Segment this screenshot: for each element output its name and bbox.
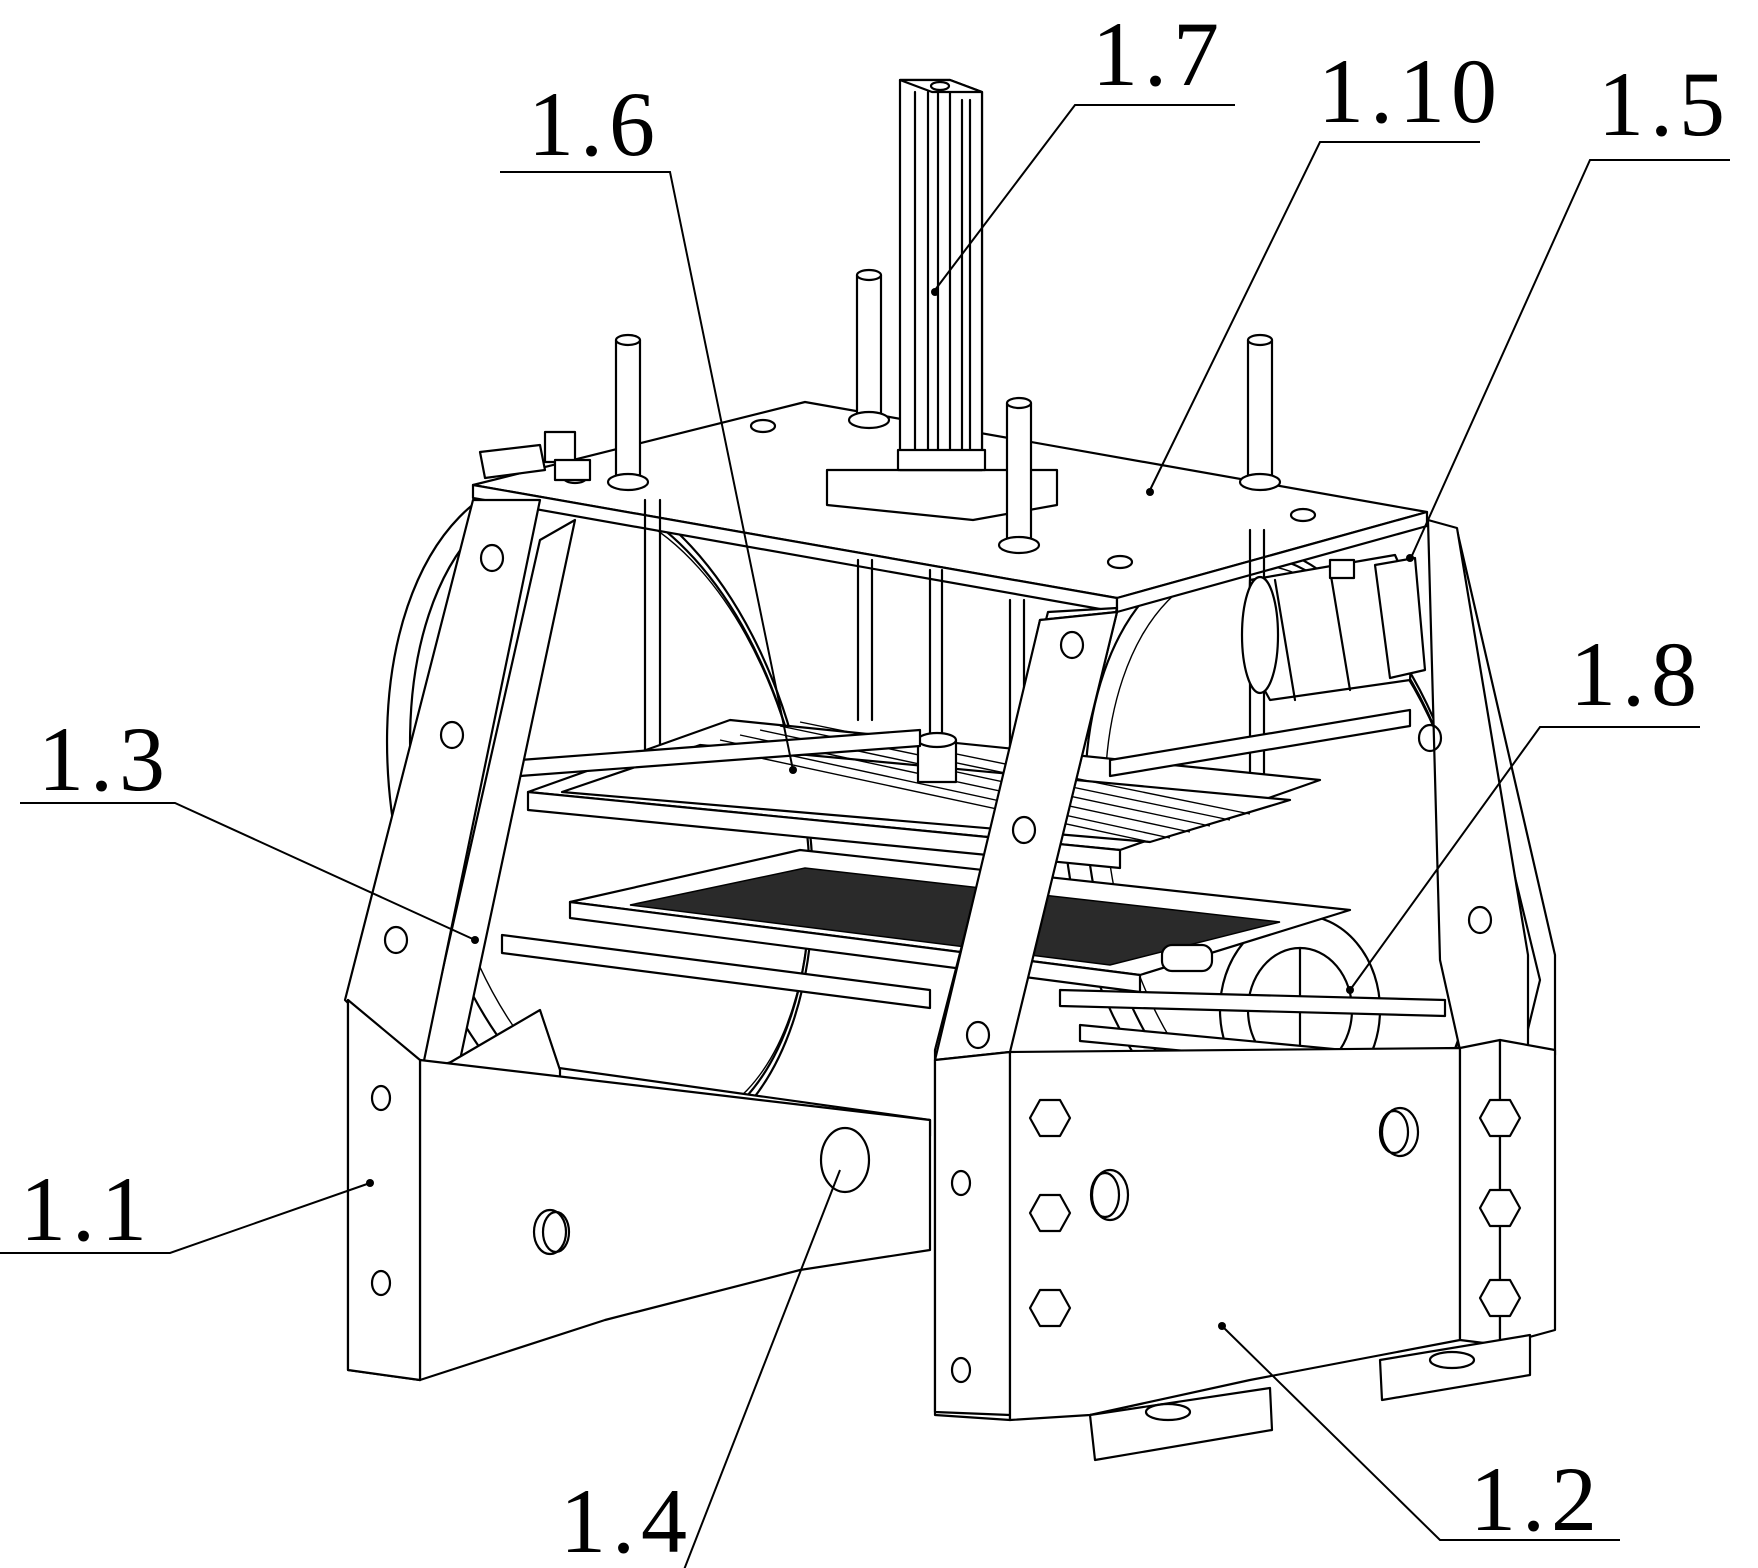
label-1-10: 1.10: [1318, 40, 1503, 142]
label-1-5: 1.5: [1598, 53, 1731, 155]
label-1-3: 1.3: [38, 708, 171, 810]
right-base-block: [1010, 1040, 1555, 1460]
label-1-6: 1.6: [528, 73, 661, 175]
label-1-1: 1.1: [20, 1158, 153, 1260]
label-1-7: 1.7: [1092, 3, 1225, 105]
roller: [821, 1128, 869, 1192]
motor: [1242, 555, 1425, 700]
label-1-8: 1.8: [1570, 623, 1703, 725]
label-1-2: 1.2: [1470, 1448, 1603, 1550]
upper-carrier: [528, 720, 1320, 868]
label-1-4: 1.4: [560, 1470, 693, 1568]
